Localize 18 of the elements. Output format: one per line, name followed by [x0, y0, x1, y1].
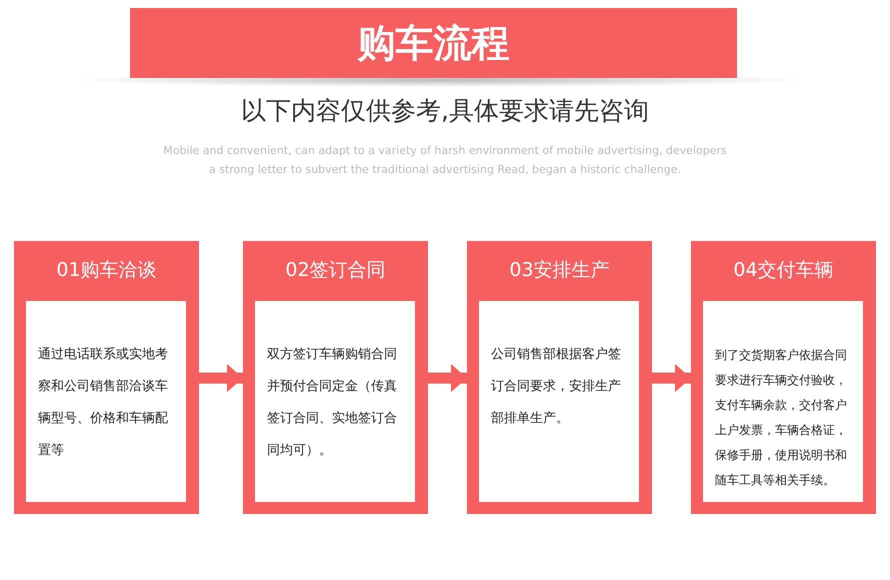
title-banner: 购车流程	[130, 8, 737, 78]
step-description: 双方签订车辆购销合同并预付合同定金（传真签订合同、实地签订合同均可）。	[267, 346, 398, 460]
step-card	[467, 241, 652, 514]
step-description: 到了交货期客户依据合同要求进行车辆交付验收，支付车辆余款，交付客户上户发票，车辆合格证，保修手册，使用说明书和随车工具等相关手续。	[715, 347, 848, 489]
step-description: 通过电话联系或实地考察和公司销售部洽谈车辆型号、价格和车辆配置等	[38, 346, 169, 460]
arrow	[652, 364, 691, 392]
arrow	[428, 364, 467, 392]
subtitle: 以下内容仅供参考,具体要求请先咨询	[240, 95, 650, 127]
arrow	[199, 364, 243, 392]
step-card	[243, 241, 428, 514]
description-text: Mobile and convenient, can adapt to a variety of harsh environment of mobile advertising, developers a strong letter to subvert the traditional advertising Read, began a historic challenge.	[162, 143, 728, 178]
step-heading: 04交付车辆	[732, 258, 835, 283]
step-heading: 02签订合同	[284, 258, 387, 283]
step-description: 公司销售部根据客户签订合同要求，安排生产部排单生产。	[491, 346, 622, 428]
step-card	[14, 241, 199, 514]
step-heading: 03安排生产	[508, 258, 611, 283]
step-card	[691, 241, 876, 514]
step-heading: 01购车洽谈	[55, 258, 158, 283]
